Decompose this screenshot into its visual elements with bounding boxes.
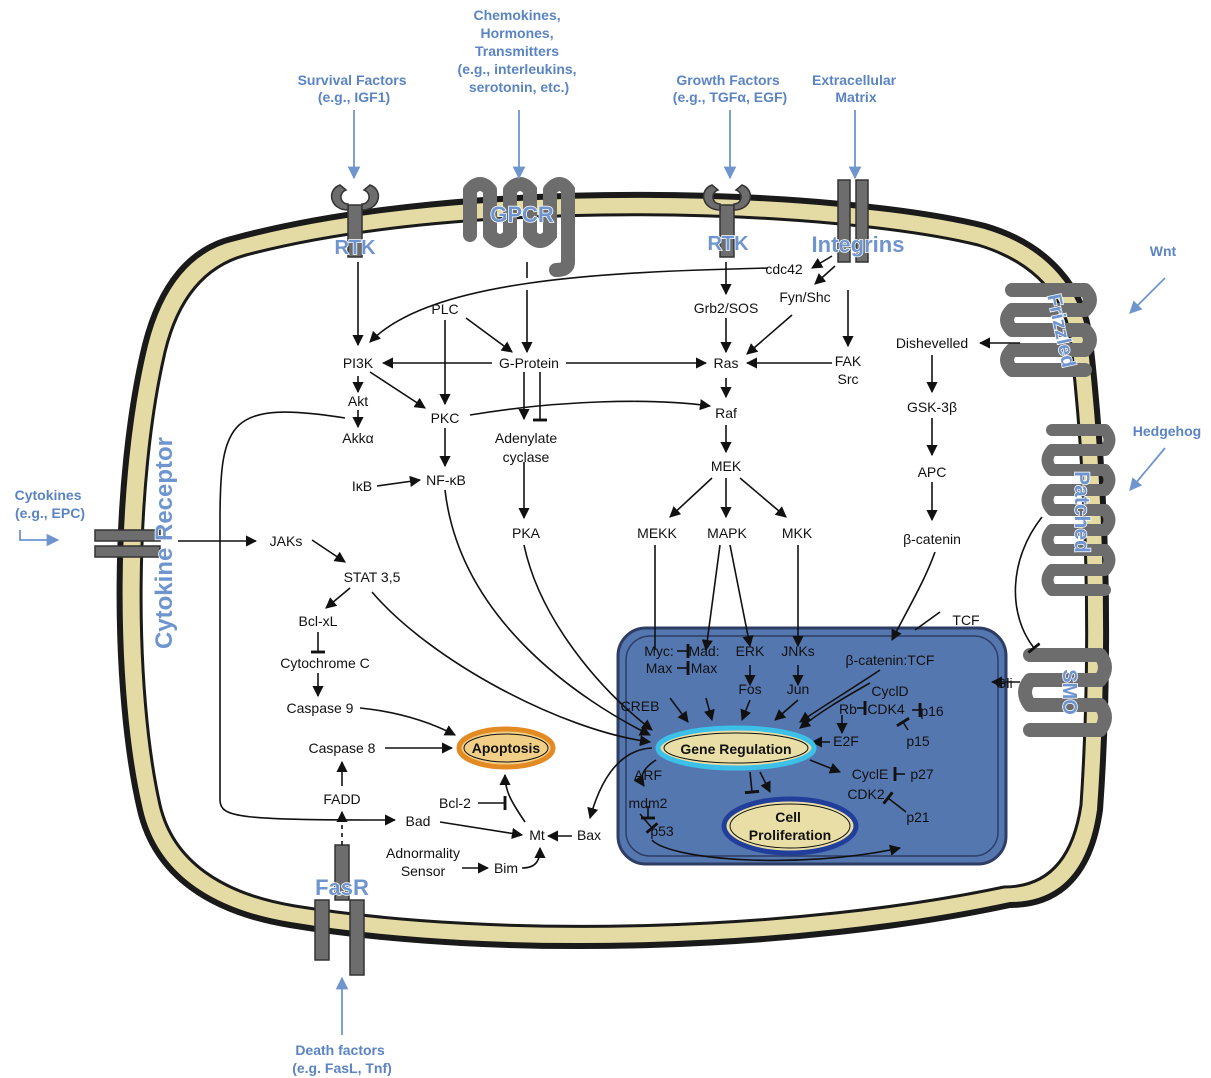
grb2-sos-label: Grb2/SOS [694, 300, 759, 316]
p53-label: p53 [650, 823, 674, 839]
gene-regulation-label: Gene Regulation [680, 741, 791, 757]
apoptosis-label: Apoptosis [472, 740, 541, 756]
tcf-label: TCF [952, 612, 979, 628]
fasr-label: FasR [315, 875, 369, 900]
bcl-xl-label: Bcl-xL [299, 613, 338, 629]
raf-label: Raf [715, 405, 737, 421]
gli-label: Gli [995, 675, 1012, 691]
src-label: Src [838, 371, 859, 387]
gpcr-label: GPCR [490, 202, 554, 227]
fadd-label: FADD [323, 791, 360, 807]
p21-label: p21 [906, 809, 930, 825]
rb-label: Rb [839, 701, 857, 717]
ras-label: Ras [714, 355, 739, 371]
ikb-label: IκB [352, 478, 372, 494]
chemokines-label: Chemokines, Hormones, Transmitters (e.g.… [458, 7, 581, 95]
akka-label: Akkα [342, 430, 373, 446]
mkk-label: MKK [782, 525, 813, 541]
smo-label: SMO [1058, 669, 1080, 715]
erk-label: ERK [736, 643, 765, 659]
p16-label: p16 [920, 703, 944, 719]
mad-label: Mad: [688, 643, 719, 659]
cycld-label: CyclD [871, 683, 908, 699]
cytokines-label: Cytokines (e.g., EPC) [15, 487, 86, 521]
rtk-left-label: RTK [334, 237, 376, 259]
fak-label: FAK [835, 353, 862, 369]
cdc42-label: cdc42 [765, 261, 803, 277]
myc-label: Myc: [644, 643, 674, 659]
survival-factors-label: Survival Factors (e.g., IGF1) [298, 72, 411, 105]
mt-label: Mt [529, 827, 545, 843]
creb-label: CREB [621, 698, 660, 714]
stat-label: STAT 3,5 [344, 569, 401, 585]
pka-label: PKA [512, 525, 541, 541]
mapk-label: MAPK [707, 525, 747, 541]
patched-label: Patched [1070, 471, 1093, 553]
sensor-label: Sensor [401, 863, 446, 879]
plc-label: PLC [431, 301, 458, 317]
p27-label: p27 [910, 766, 934, 782]
cyclase-label: cyclase [503, 449, 550, 465]
max-right-label: Max [691, 660, 717, 676]
cell-proliferation-oval [724, 799, 856, 853]
pkc-label: PKC [431, 410, 460, 426]
jaks-label: JAKs [270, 533, 303, 549]
e2f-label: E2F [833, 733, 859, 749]
akt-label: Akt [348, 393, 368, 409]
mekk-label: MEKK [637, 525, 677, 541]
cycle-label: CyclE [852, 766, 889, 782]
nfkb-label: NF-κB [426, 472, 466, 488]
wnt-label: Wnt [1150, 243, 1177, 259]
gsk3b-label: GSK-3β [907, 399, 957, 415]
jnks-label: JNKs [781, 643, 814, 659]
beta-catenin-label: β-catenin [903, 531, 961, 547]
caspase-9-label: Caspase 9 [287, 700, 354, 716]
caspase-8-label: Caspase 8 [309, 740, 376, 756]
arf-label: ARF [634, 767, 662, 783]
hedgehog-label: Hedgehog [1133, 423, 1201, 439]
bim-label: Bim [494, 860, 518, 876]
mek-label: MEK [711, 458, 742, 474]
cdk2-label: CDK2 [847, 786, 885, 802]
adenylate-label: Adenylate [495, 430, 557, 446]
cytokine-receptor-label: Cytokine Receptor [151, 437, 178, 649]
cytochrome-c-label: Cytochrome C [280, 655, 369, 671]
growth-factors-label: Growth Factors (e.g., TGFα, EGF) [673, 72, 787, 105]
bax-label: Bax [577, 827, 601, 843]
max-left-label: Max [646, 660, 672, 676]
cdk4-label: CDK4 [867, 701, 905, 717]
death-factors-label: Death factors (e.g. FasL, Tnf) [292, 1042, 392, 1076]
extracellular-matrix-label: Extracellular Matrix [812, 72, 900, 105]
rtk-right-label: RTK [707, 233, 749, 255]
dishevelled-label: Dishevelled [896, 335, 968, 351]
integrins-label: Integrins [812, 232, 905, 257]
g-protein-label: G-Protein [499, 355, 559, 371]
pi3k-label: PI3K [343, 355, 374, 371]
apc-label: APC [918, 464, 947, 480]
abnormality-label: Adnormality [386, 845, 460, 861]
mdm2-label: mdm2 [629, 795, 668, 811]
fos-label: Fos [738, 681, 761, 697]
p15-label: p15 [906, 733, 930, 749]
jun-label: Jun [787, 681, 810, 697]
bad-label: Bad [406, 813, 431, 829]
bcl-2-label: Bcl-2 [439, 795, 471, 811]
fyn-shc-label: Fyn/Shc [779, 289, 830, 305]
beta-catenin-tcf-label: β-catenin:TCF [846, 652, 935, 668]
